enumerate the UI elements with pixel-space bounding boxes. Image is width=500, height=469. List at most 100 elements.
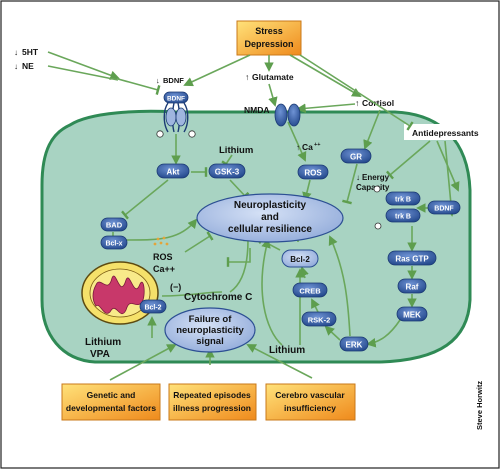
bclx-label: Bcl-x <box>105 241 122 248</box>
episodes-line1: Repeated episodes <box>173 390 251 400</box>
inhibit-akt-bad <box>121 179 169 220</box>
ne-label: NE <box>22 61 34 71</box>
antidepressants-label: Antidepressants <box>412 128 479 138</box>
capacity-label: Capacity <box>356 183 390 192</box>
inhibit-cytc-neuro <box>229 238 253 293</box>
arrow-5ht-bdnf <box>47 51 120 80</box>
gsk3-label: GSK-3 <box>215 168 240 177</box>
erk-pill: ERK <box>339 336 369 352</box>
arrow-stress-cortisol <box>289 54 362 97</box>
inhibit-antidep-energy <box>385 140 431 180</box>
raf-label: Raf <box>406 283 419 292</box>
failure-line2: neuroplasticity <box>176 325 244 336</box>
trkb1-label: trk B <box>395 197 411 204</box>
inhibit-neuro-cytc <box>226 248 251 267</box>
creb-label: CREB <box>299 287 321 296</box>
arrow-cortisol-nmda <box>296 103 356 114</box>
gr-pill: GR <box>340 148 372 164</box>
sht-label: 5HT <box>22 47 39 57</box>
neuro-line2: and <box>261 212 279 223</box>
arrow-erk-neuro <box>328 235 351 337</box>
ros-pill-label: ROS <box>304 169 322 178</box>
vascular-line1: Cerebro vascular <box>275 390 345 400</box>
energy-label: Energy <box>362 173 390 182</box>
lithium-vpa-label2: VPA <box>90 349 110 360</box>
ros-left-label: ROS <box>153 252 173 262</box>
ca-sup-label: ++ <box>314 142 320 148</box>
trkb2-label: trk B <box>395 214 411 221</box>
ras-label: Ras GTP <box>395 255 429 264</box>
cortisol-label: Cortisol <box>362 98 394 108</box>
arrow-vascular-failure <box>246 344 313 379</box>
episodes-box: Repeated episodes illness progression <box>168 383 257 421</box>
minus-label: (−) <box>170 282 181 292</box>
genetic-box: Genetic and developmental factors <box>61 383 161 421</box>
episodes-line2: illness progression <box>173 403 251 413</box>
inhibit-gr-neuro <box>342 163 358 205</box>
creb-pill: CREB <box>292 282 328 298</box>
arrow-stress-bdnf <box>183 54 251 87</box>
bcl2-mito-label: Bcl-2 <box>144 305 161 312</box>
arrow-genetic-failure <box>109 344 177 381</box>
mek-label: MEK <box>403 311 421 320</box>
bdnf-receptor: BDNF <box>156 91 196 138</box>
arrow-glutamate-nmda <box>268 83 278 107</box>
lithium-top-label: Lithium <box>219 145 253 156</box>
ca-label: Ca <box>302 142 313 152</box>
nmda-label: NMDA <box>244 105 270 115</box>
stress-label: Stress <box>255 26 283 36</box>
depression-label: Depression <box>244 39 293 49</box>
lithium-bottom-label: Lithium <box>269 345 305 356</box>
up-arrow-glutamate: ↑ <box>245 72 249 82</box>
arrow-ne-bdnf <box>47 65 119 81</box>
neuroplasticity-node: Neuroplasticity and cellular resilience <box>196 193 344 243</box>
ros-dots <box>153 236 169 246</box>
cytochrome-label: Cytochrome C <box>184 292 252 303</box>
bclx-pill: Bcl-x <box>100 235 128 250</box>
inhibit-lithium-gsk3 <box>221 154 233 168</box>
trkb-complex: trk B trk B BDNF <box>373 185 461 230</box>
neuro-line1: Neuroplasticity <box>234 200 307 211</box>
down-arrow-energy: ↓ <box>356 173 360 182</box>
down-arrow-5ht: ↓ <box>14 48 18 57</box>
genetic-line2: developmental factors <box>66 403 156 413</box>
erk-label: ERK <box>346 341 363 350</box>
bad-label: BAD <box>106 221 123 230</box>
stress-depression-box: Stress Depression <box>236 20 302 56</box>
glutamate-label: Glutamate <box>252 72 294 82</box>
line-bcl2-cytc <box>161 291 223 297</box>
inhibit-gsk3-neuro <box>229 179 250 201</box>
ca-left-label: Ca++ <box>153 264 175 274</box>
inhibit-bdnf <box>117 78 161 95</box>
arrow-lithium-neuro <box>261 238 283 346</box>
vascular-box: Cerebro vascular insufficiency <box>265 383 356 421</box>
mitochondrion <box>81 261 159 325</box>
akt-label: Akt <box>167 168 180 177</box>
arrow-cortisol-gr <box>363 109 381 150</box>
arrow-mek-erk <box>366 319 401 348</box>
genetic-line1: Genetic and <box>87 390 136 400</box>
bcl2-mito-pill: Bcl-2 <box>139 299 167 314</box>
lithium-vpa-label1: Lithium <box>85 337 121 348</box>
bad-pill: BAD <box>100 217 128 232</box>
nmda-channel <box>274 103 301 127</box>
credit-label: Steve Horwitz <box>475 381 484 430</box>
bdnf-receptor-label: BDNF <box>167 96 185 103</box>
up-arrow-ca: ↑ <box>296 143 300 152</box>
bcl2-pill: Bcl-2 <box>281 249 319 268</box>
gsk3-pill: GSK-3 <box>208 163 246 179</box>
inhibit-stress-antidep <box>299 54 414 131</box>
down-arrow-ne: ↓ <box>14 62 18 71</box>
arrow-rsk2-creb <box>311 298 320 313</box>
neuro-line3: cellular resilience <box>228 224 312 235</box>
ras-pill: Ras GTP <box>387 250 437 266</box>
rsk2-pill: RSK-2 <box>301 311 337 327</box>
raf-pill: Raf <box>397 278 427 294</box>
down-arrow-bdnf: ↓ <box>156 76 160 85</box>
rsk2-label: RSK-2 <box>308 316 331 325</box>
failure-node: Failure of neuroplasticity signal <box>164 307 256 353</box>
bcl2-label: Bcl-2 <box>290 255 310 264</box>
vascular-line2: insufficiency <box>284 403 336 413</box>
